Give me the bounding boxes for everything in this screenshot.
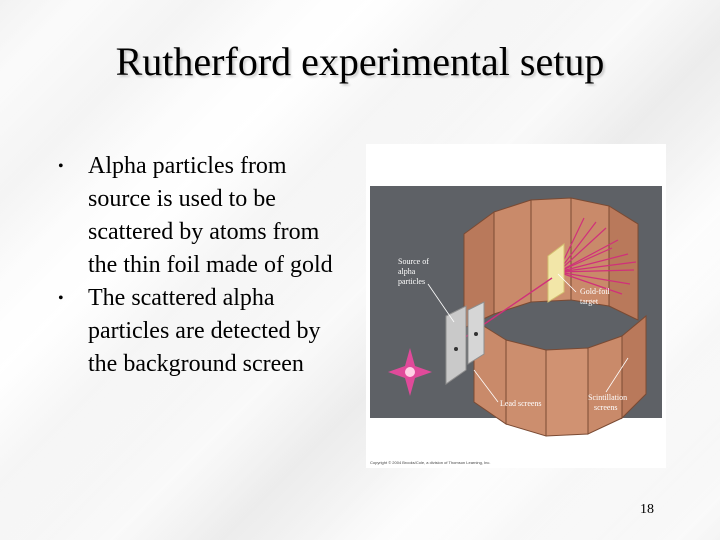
label-lead-screens: Lead screens bbox=[500, 399, 542, 408]
label-gold-foil-line2: target bbox=[580, 297, 599, 306]
bullet-icon: • bbox=[58, 290, 64, 307]
lead-screen-icon bbox=[445, 301, 485, 385]
label-source-line1: Source of bbox=[398, 257, 429, 266]
page-number: 18 bbox=[640, 502, 654, 517]
label-source-line2: alpha bbox=[398, 267, 416, 276]
rutherford-diagram: Source of alpha particles Gold-foil targ… bbox=[366, 144, 666, 468]
figure-copyright: Copyright © 2004 Brooks/Cole, a division… bbox=[370, 460, 491, 465]
label-gold-foil-line1: Gold-foil bbox=[580, 287, 611, 296]
gold-foil-icon bbox=[547, 243, 565, 303]
bullet-item: • The scattered alpha particles are dete… bbox=[58, 282, 348, 381]
bullet-text: Alpha particles from source is used to b… bbox=[88, 153, 333, 278]
alpha-source-star-icon bbox=[388, 348, 432, 396]
label-scintillation-line2: screens bbox=[594, 403, 618, 412]
bullet-list: • Alpha particles from source is used to… bbox=[58, 150, 348, 381]
diagram-svg: Source of alpha particles Gold-foil targ… bbox=[370, 186, 662, 465]
label-scintillation-line1: Scintillation bbox=[588, 393, 627, 402]
bullet-icon: • bbox=[58, 158, 64, 175]
scattered-rays bbox=[557, 217, 637, 295]
label-leaders bbox=[427, 273, 629, 403]
label-source-line3: particles bbox=[398, 277, 425, 286]
bullet-item: • Alpha particles from source is used to… bbox=[58, 150, 348, 282]
bullet-text: The scattered alpha particles are detect… bbox=[88, 285, 321, 377]
slide-title: Rutherford experimental setup bbox=[115, 39, 605, 84]
